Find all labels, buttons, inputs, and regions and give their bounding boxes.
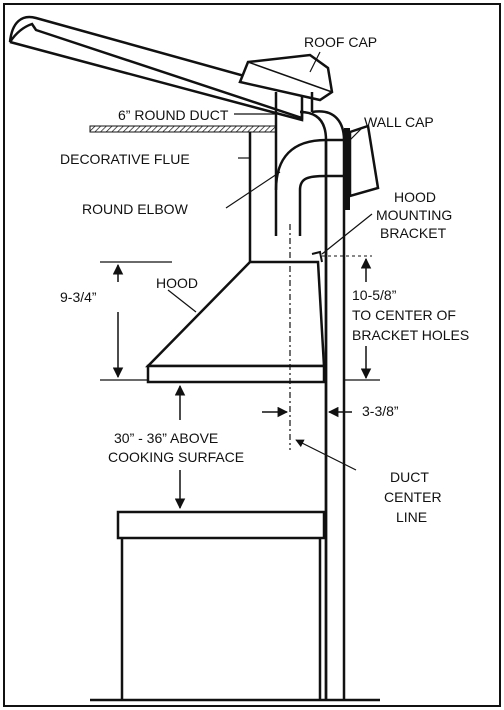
duct-center-label-1: DUCT [390, 469, 429, 485]
round-elbow [274, 138, 350, 236]
round-elbow-label: ROUND ELBOW [82, 201, 189, 217]
ceiling-hatch [89, 125, 277, 133]
hood-height-dimension [100, 261, 172, 381]
roof-cap [238, 53, 334, 102]
clearance-label-2: COOKING SURFACE [108, 449, 244, 465]
counter-cabinet [90, 510, 380, 702]
wall-cap [344, 124, 380, 210]
leader-lines [167, 51, 373, 471]
bracket-distance-label-2: TO CENTER OF [352, 307, 456, 323]
bracket-distance-label-1: 10-5/8” [352, 287, 397, 303]
hood-body [145, 250, 326, 384]
roof [8, 15, 304, 122]
hood-mounting-label-1: HOOD [394, 189, 436, 205]
duct-center-label-3: LINE [396, 509, 427, 525]
decorative-flue-label: DECORATIVE FLUE [60, 151, 190, 167]
clearance-label-1: 30” - 36” ABOVE [114, 430, 218, 446]
bracket-distance-dimension [344, 257, 380, 381]
roof-cap-label: ROOF CAP [304, 34, 377, 50]
bracket-distance-label-3: BRACKET HOLES [352, 327, 469, 343]
round-duct-label: 6” ROUND DUCT [118, 107, 229, 123]
wall-cap-label: WALL CAP [364, 114, 434, 130]
hood-height-label: 9-3/4” [60, 289, 97, 305]
round-duct [274, 92, 346, 700]
hood-mounting-label-2: MOUNTING [376, 207, 452, 223]
hood-mounting-label-3: BRACKET [380, 225, 447, 241]
wall-offset-label: 3-3/8” [362, 403, 399, 419]
hood-label: HOOD [156, 275, 198, 291]
diagram-border [3, 3, 501, 707]
duct-center-label-2: CENTER [384, 489, 442, 505]
